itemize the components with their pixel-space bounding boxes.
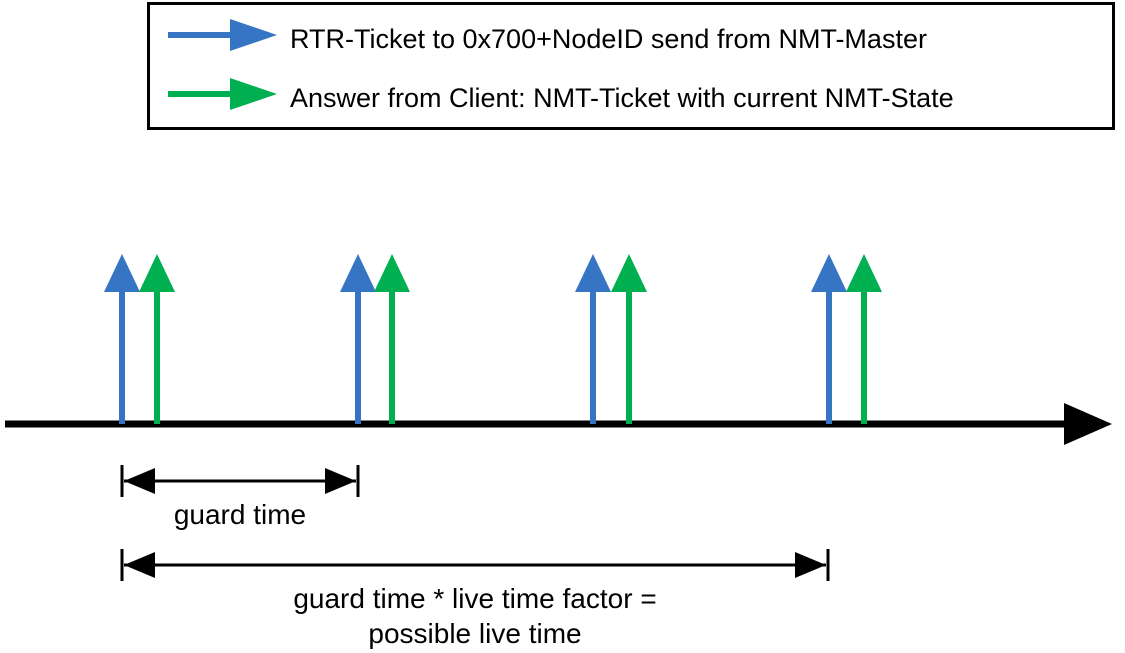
- live-time-right-arrow-icon: [795, 552, 826, 578]
- legend: RTR-Ticket to 0x700+NodeID send from NMT…: [147, 2, 1115, 130]
- event-spike-rtr-request: [340, 254, 376, 424]
- guard-time-left-arrow-icon: [124, 468, 155, 494]
- legend-item-rtr-master: RTR-Ticket to 0x700+NodeID send from NMT…: [168, 19, 927, 54]
- blue-right-arrow-icon: [168, 19, 277, 51]
- green-right-arrow-icon: [168, 78, 277, 110]
- event-spike-rtr-request: [104, 254, 140, 424]
- event-spike-nmt-response: [846, 254, 882, 424]
- event-spike-nmt-response: [139, 254, 175, 424]
- time-axis: [5, 403, 1112, 445]
- time-axis-right-arrow-icon: [1064, 403, 1112, 445]
- legend-item-label-client-answer: Answer from Client: NMT-Ticket with curr…: [290, 83, 954, 113]
- live-time-label-line2: possible live time: [368, 618, 581, 649]
- event-spike-nmt-response: [611, 254, 647, 424]
- event-spike-nmt-response: [374, 254, 410, 424]
- live-time-left-arrow-icon: [124, 552, 155, 578]
- measurement-possible-live-time: guard time * live time factor = possible…: [120, 549, 830, 649]
- legend-item-client-answer: Answer from Client: NMT-Ticket with curr…: [168, 78, 954, 113]
- guard-time-label: guard time: [174, 499, 306, 530]
- measurement-guard-time: guard time: [120, 465, 360, 530]
- event-spike-rtr-request: [811, 254, 847, 424]
- event-spike-rtr-request: [575, 254, 611, 424]
- legend-item-label-rtr-master: RTR-Ticket to 0x700+NodeID send from NMT…: [290, 24, 927, 54]
- live-time-label-line1: guard time * live time factor =: [293, 583, 656, 614]
- guard-time-right-arrow-icon: [325, 468, 356, 494]
- legend-border: [147, 2, 1115, 130]
